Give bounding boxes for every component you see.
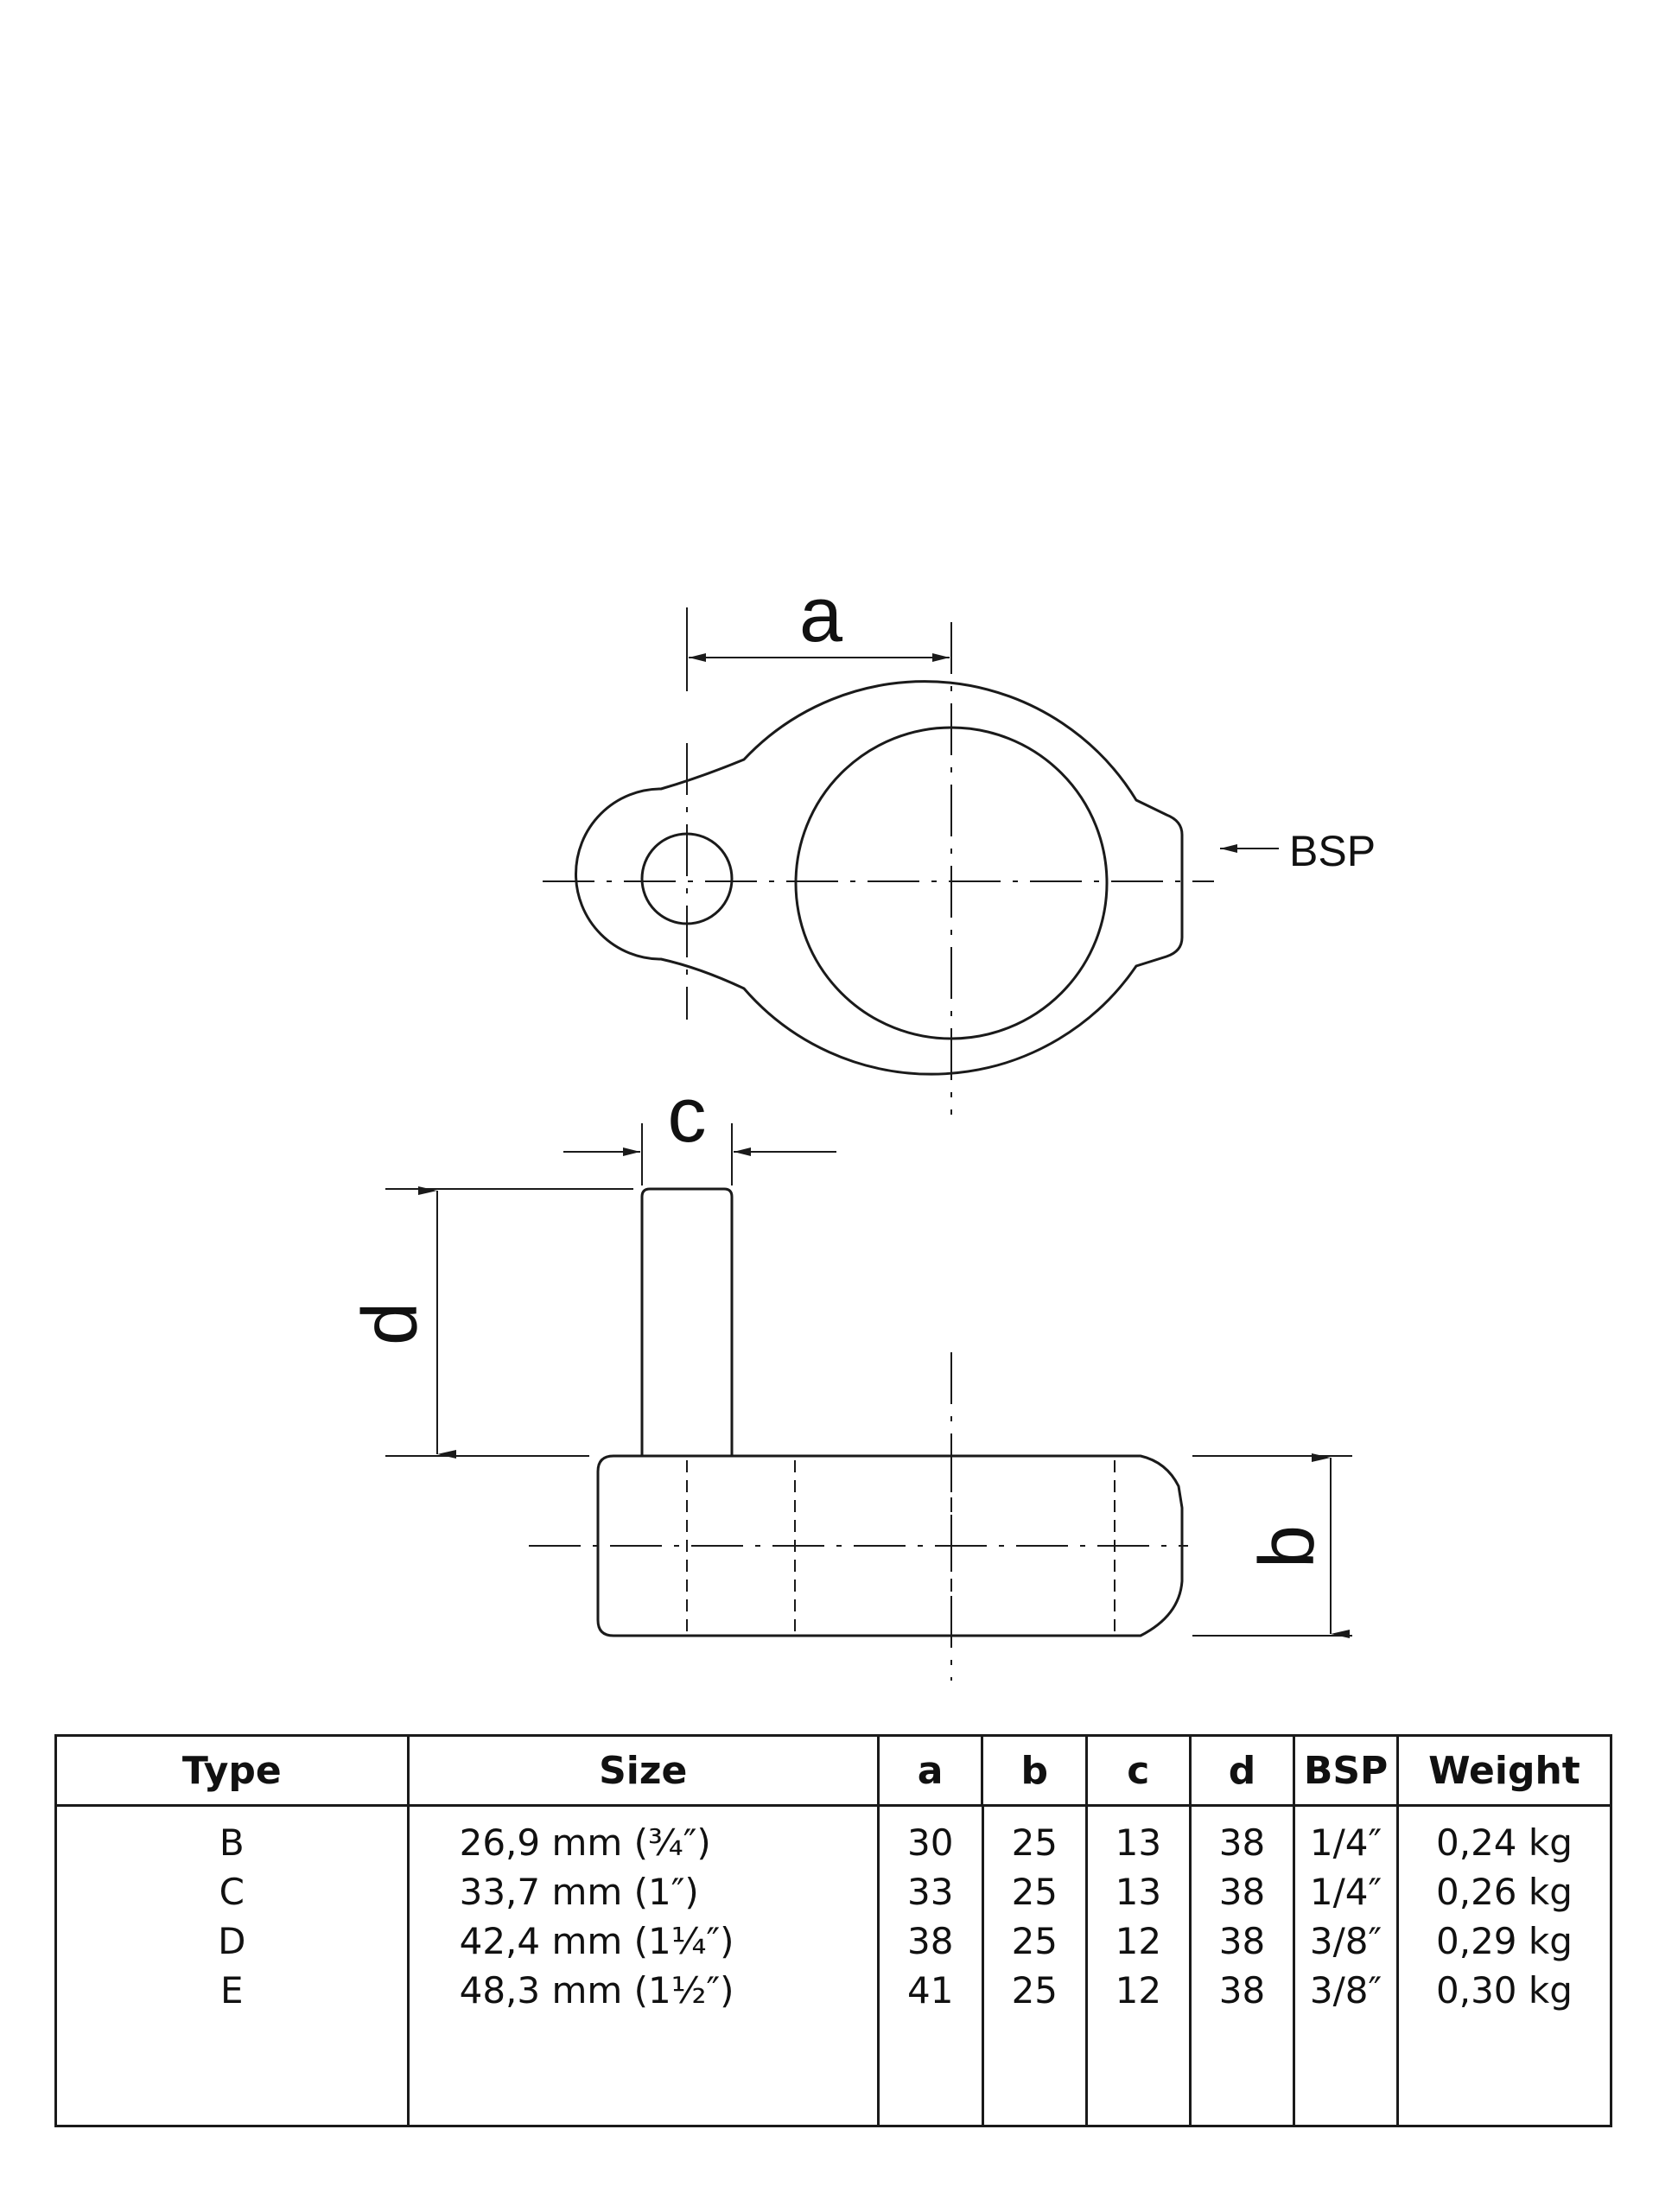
column-bsp: 1/4″ 1/4″ 3/8″ 3/8″: [1295, 1807, 1399, 2125]
table-cell: 42,4 mm (1¼″): [459, 1920, 734, 1962]
table-cell: 3/8″: [1309, 1920, 1382, 1962]
header-weight: Weight: [1428, 1748, 1580, 1793]
side-view: c d b: [347, 1072, 1352, 1681]
table-cell: 13: [1115, 1821, 1162, 1864]
column-weight: 0,24 kg 0,26 kg 0,29 kg 0,30 kg: [1399, 1807, 1610, 2125]
table-body: B C D E 26,9 mm (¾″) 33,7 mm (1″) 42,4 m…: [57, 1807, 1610, 2125]
table-cell: 38: [1218, 1969, 1266, 2012]
table-cell: 12: [1115, 1969, 1162, 2012]
table-cell: 25: [1011, 1871, 1058, 1913]
table-cell: 13: [1115, 1871, 1162, 1913]
body-outline: [596, 1454, 1184, 1637]
table-cell: 38: [1218, 1871, 1266, 1913]
bsp-label: BSP: [1289, 827, 1376, 875]
header-a: a: [880, 1737, 984, 1804]
table-cell: D: [218, 1920, 246, 1962]
table-cell: 38: [1218, 1821, 1266, 1864]
flange-outline: [575, 680, 1184, 1076]
header-b: b: [983, 1737, 1089, 1804]
column-c: 13 13 12 12: [1088, 1807, 1192, 2125]
dimension-b-label: b: [1244, 1525, 1331, 1568]
dimension-c-label: c: [668, 1072, 707, 1159]
dimension-a-label: a: [799, 572, 843, 658]
table-cell: 30: [906, 1821, 954, 1864]
spec-table: Type Size a b c d BSP Weight B C D E 26,…: [54, 1734, 1612, 2127]
table-cell: 48,3 mm (1½″): [459, 1969, 734, 2012]
table-cell: 38: [906, 1920, 954, 1962]
table-cell: 3/8″: [1309, 1969, 1382, 2012]
table-cell: 25: [1011, 1969, 1058, 2012]
table-cell: 1/4″: [1309, 1871, 1382, 1913]
technical-drawing: a BSP c d b: [347, 572, 1376, 1681]
column-d: 38 38 38 38: [1192, 1807, 1296, 2125]
table-cell: 41: [906, 1969, 954, 2012]
table-cell: 0,24 kg: [1436, 1821, 1573, 1864]
table-cell: 0,29 kg: [1436, 1920, 1573, 1962]
header-size: Size: [410, 1737, 880, 1804]
column-a: 30 33 38 41: [880, 1807, 984, 2125]
column-type: B C D E: [57, 1807, 410, 2125]
table-cell: C: [219, 1871, 245, 1913]
table-cell: B: [219, 1821, 245, 1864]
table-cell: E: [220, 1969, 244, 2012]
table-cell: 25: [1011, 1920, 1058, 1962]
table-cell: 0,26 kg: [1436, 1871, 1573, 1913]
table-cell: 25: [1011, 1821, 1058, 1864]
header-type: Type: [57, 1737, 410, 1804]
table-header-row: Type Size a b c d BSP Weight: [57, 1737, 1610, 1807]
top-view: a BSP: [543, 572, 1376, 1115]
table-cell: 33,7 mm (1″): [459, 1871, 699, 1913]
dimension-d-label: d: [347, 1302, 434, 1345]
table-cell: 26,9 mm (¾″): [459, 1821, 711, 1864]
table-cell: 0,30 kg: [1436, 1969, 1573, 2012]
header-c: c: [1088, 1737, 1192, 1804]
header-d: d: [1192, 1737, 1296, 1804]
table-cell: 33: [906, 1871, 954, 1913]
column-b: 25 25 25 25: [984, 1807, 1089, 2125]
header-bsp: BSP: [1295, 1737, 1399, 1804]
table-cell: 38: [1218, 1920, 1266, 1962]
table-cell: 12: [1115, 1920, 1162, 1962]
post-outline: [640, 1187, 734, 1456]
table-cell: 1/4″: [1309, 1821, 1382, 1864]
column-size: 26,9 mm (¾″) 33,7 mm (1″) 42,4 mm (1¼″) …: [410, 1807, 880, 2125]
